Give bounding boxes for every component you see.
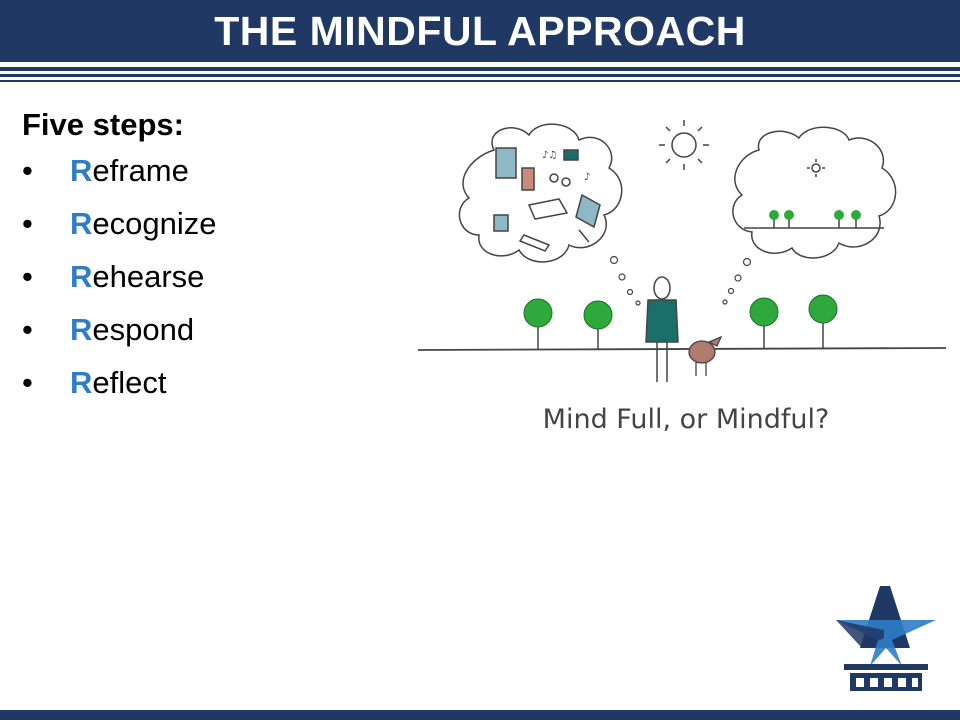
dog-icon <box>688 335 723 376</box>
svg-text:♪: ♪ <box>584 172 590 183</box>
step-label: Reframe <box>70 153 189 189</box>
person-icon <box>645 276 679 382</box>
illustration-caption: Mind Full, or Mindful? <box>543 404 830 435</box>
step-rest: eflect <box>92 365 167 400</box>
header-stripe-middle <box>0 74 960 77</box>
step-initial: R <box>70 206 93 241</box>
step-rest: espond <box>92 312 195 347</box>
ground-line <box>417 347 947 351</box>
svg-text:♪♫: ♪♫ <box>542 150 557 161</box>
slide-title: THE MINDFUL APPROACH <box>214 8 746 54</box>
sun-icon <box>659 120 709 170</box>
step-label: Reflect <box>70 365 167 401</box>
step-rest: eframe <box>92 153 189 188</box>
step-initial: R <box>70 365 93 400</box>
step-initial: R <box>70 259 93 294</box>
step-label: Respond <box>70 312 194 348</box>
bullet-dot: • <box>22 259 33 294</box>
tree-icon <box>523 298 553 350</box>
calm-thought-cloud <box>732 126 897 259</box>
bullet-dot: • <box>22 206 33 241</box>
step-label: Recognize <box>70 206 216 242</box>
mind-full-illustration: ♪♫ ♪ <box>417 120 947 435</box>
bullet-dot: • <box>22 365 33 400</box>
step-label: Rehearse <box>70 259 204 295</box>
busy-thought-cloud: ♪♫ ♪ <box>458 123 623 263</box>
step-initial: R <box>70 312 93 347</box>
bullet-dot: • <box>22 312 33 347</box>
steps-heading: Five steps: <box>22 107 184 142</box>
logo-star-icon <box>836 586 936 691</box>
tree-icon <box>749 297 779 349</box>
small-trees <box>769 210 861 220</box>
title-bar <box>0 0 960 62</box>
bottom-bar <box>0 710 960 720</box>
header-stripe-bottom <box>0 80 960 82</box>
step-initial: R <box>70 153 93 188</box>
tree-icon <box>808 294 838 349</box>
bullet-dot: • <box>22 153 33 188</box>
step-rest: ecognize <box>92 206 217 241</box>
header-stripe-top <box>0 67 960 71</box>
tree-icon <box>583 300 613 350</box>
step-rest: ehearse <box>92 259 205 294</box>
